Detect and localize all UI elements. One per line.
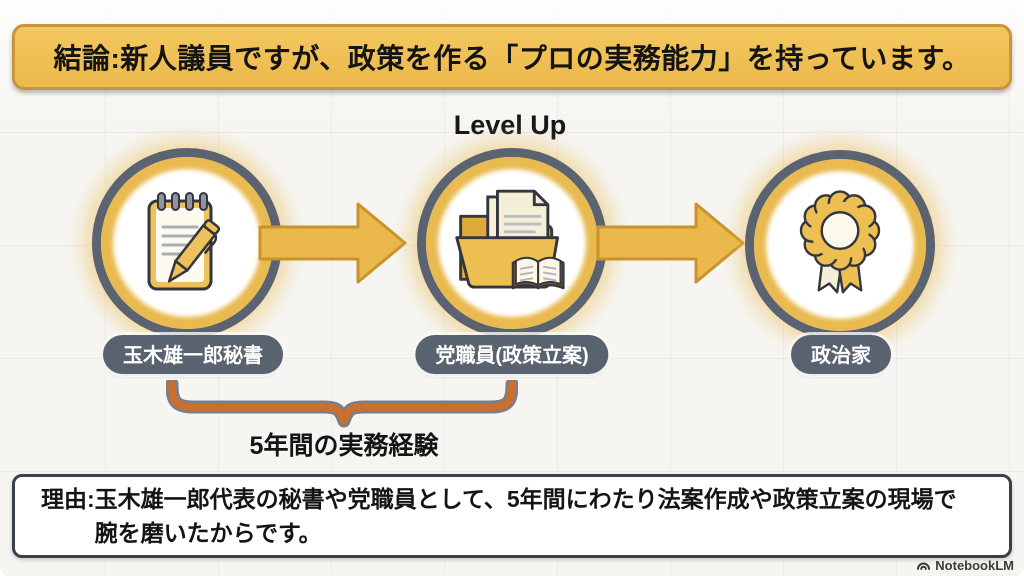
folder-documents-icon: [455, 189, 565, 290]
reason-line-1: 玉木雄一郎代表の秘書や党職員として、5年間にわたり法案作成や政策立案の現場で: [94, 485, 957, 512]
arrow-right-icon: [258, 202, 407, 284]
experience-caption: 5年間の実務経験: [249, 432, 439, 460]
flow-step-party-staff: [417, 148, 607, 338]
watermark: NotebookLM: [916, 558, 1014, 573]
notebooklm-logo-icon: [917, 562, 931, 570]
conclusion-banner: 結論:新人議員ですが、政策を作る「プロの実務能力」を持っています。: [12, 24, 1012, 90]
step-label-party-staff: 党職員(政策立案): [415, 335, 609, 374]
reason-line-2: 腕を磨いたからです。: [94, 520, 322, 546]
reason-lines: 玉木雄一郎代表の秘書や党職員として、5年間にわたり法案作成や政策立案の現場で 腕…: [95, 482, 957, 551]
reason-text: 理由: 玉木雄一郎代表の秘書や党職員として、5年間にわたり法案作成や政策立案の現…: [41, 482, 957, 551]
reason-prefix: 理由:: [41, 485, 95, 512]
level-up-label: Level Up: [453, 110, 567, 140]
notepad-pen-icon: [147, 192, 221, 291]
step-label-politician: 政治家: [791, 335, 891, 374]
award-rosette-icon: [799, 190, 881, 294]
reason-box: 理由: 玉木雄一郎代表の秘書や党職員として、5年間にわたり法案作成や政策立案の現…: [12, 474, 1012, 558]
step-label-secretary: 玉木雄一郎秘書: [103, 335, 283, 374]
flow-step-secretary: [92, 148, 282, 338]
brace-icon: [166, 380, 518, 428]
watermark-text: NotebookLM: [935, 558, 1014, 573]
conclusion-text: 結論:新人議員ですが、政策を作る「プロの実務能力」を持っています。: [53, 43, 971, 74]
arrow-right-icon: [596, 202, 745, 284]
flow-step-politician: [745, 150, 935, 340]
